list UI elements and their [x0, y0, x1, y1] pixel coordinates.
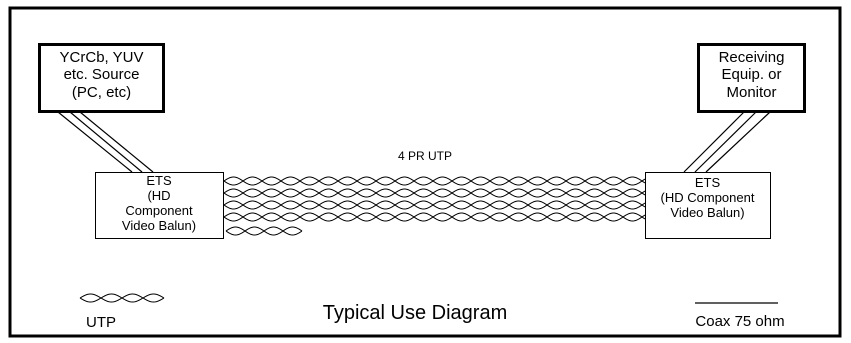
left-balun-box: ETS (HD Component Video Balun) [95, 172, 224, 239]
right-balun-label: ETS (HD Component Video Balun) [646, 175, 769, 221]
left-balun-label: ETS (HD Component Video Balun) [96, 173, 222, 234]
twisted-wire-1 [223, 188, 646, 198]
twisted-wire-2 [223, 176, 646, 186]
outer-frame [8, 6, 842, 338]
twisted-wire-1 [223, 176, 646, 186]
left-balun-line-1: ETS [146, 173, 172, 188]
source-line-3: (PC, etc) [71, 83, 132, 101]
right-balun-line-3: Video Balun) [670, 204, 745, 220]
utp-pair-2 [223, 188, 646, 198]
source-line-2: etc. Source [63, 66, 140, 84]
legend-utp-label: UTP [86, 314, 116, 331]
source-line-1: YCrCb, YUV [59, 49, 144, 66]
legend-utp-pair-wires [79, 293, 165, 303]
twisted-wire-1 [223, 200, 646, 210]
source-coax-bundle [57, 111, 154, 173]
receiver-line-3: Monitor [726, 83, 777, 101]
twisted-wire-2 [225, 226, 303, 236]
utp-pair-4 [223, 212, 646, 222]
right-balun-box: ETS (HD Component Video Balun) [645, 172, 771, 239]
twisted-wire-2 [223, 188, 646, 198]
receiver-label: Receiving Equip. or Monitor [700, 49, 803, 101]
left-balun-line-2: (HD [147, 187, 171, 203]
right-balun-line-1: ETS [694, 175, 721, 190]
source-label: YCrCb, YUV etc. Source (PC, etc) [41, 49, 162, 101]
receiver-line-1: Receiving [718, 49, 785, 66]
twisted-wire-2 [223, 212, 646, 222]
utp-pair-1 [223, 176, 646, 186]
receiver-box: Receiving Equip. or Monitor [697, 43, 806, 113]
legend-utp-symbol [79, 293, 165, 303]
left-balun-line-3: Component [125, 202, 193, 218]
cable-label: 4 PR UTP [397, 149, 452, 163]
utp-stub-pair-wires [225, 226, 303, 236]
utp-stub-pair [225, 226, 303, 236]
utp-pair-3 [223, 200, 646, 210]
utp-cable-bundle [223, 176, 646, 222]
receiver-line-2: Equip. or [721, 66, 782, 84]
legend-coax-label: Coax 75 ohm [695, 313, 785, 330]
twisted-wire-1 [223, 212, 646, 222]
twisted-wire-2 [223, 200, 646, 210]
twisted-wire-2 [79, 293, 165, 303]
left-balun-line-4: Video Balun) [121, 217, 197, 233]
diagram-title: Typical Use Diagram [322, 302, 508, 324]
source-box: YCrCb, YUV etc. Source (PC, etc) [38, 43, 165, 113]
receiver-coax-bundle [683, 111, 771, 173]
right-balun-line-2: (HD Component [660, 189, 755, 205]
